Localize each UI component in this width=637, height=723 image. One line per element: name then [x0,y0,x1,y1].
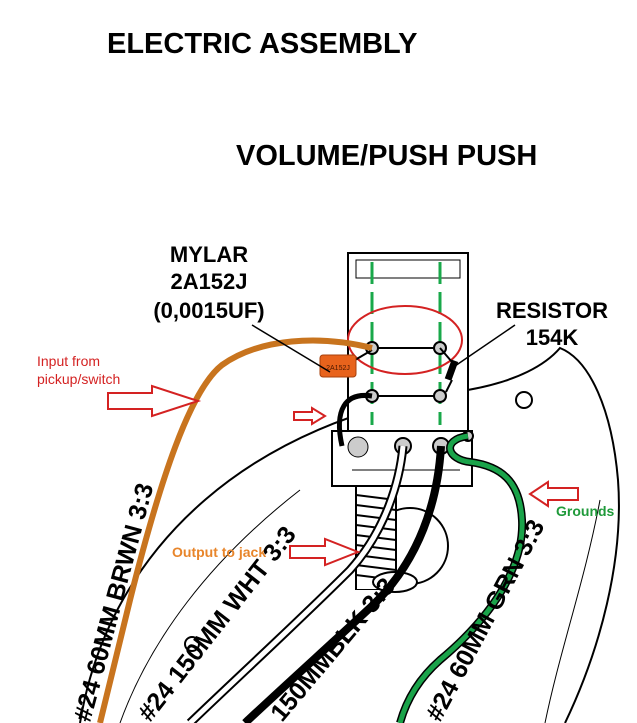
input-note: Input from [37,353,100,369]
resistor-label: RESISTOR [496,298,608,323]
output-note: Output to jack [172,544,266,560]
black-wire-label: 150MMBLK 3:3 [265,573,401,723]
pickguard-inner-outline [119,489,301,723]
white-wire [188,445,406,723]
brown-wire-label: #24 60MM BRWN 3:3 [69,480,160,723]
mylar-leader-line [251,324,331,373]
screw-hole [184,636,200,652]
grounds-arrow [528,480,579,508]
resistor-value-label: 154K [526,325,579,350]
capacitor-marking: 2A152J [326,365,350,372]
pickguard-outline [79,346,620,723]
grounds-note: Grounds [556,503,615,519]
mylar-capacitance-label: (0,0015UF) [153,298,264,323]
brown-wire [97,337,373,723]
body-outline [544,499,601,723]
input-note-line2: pickup/switch [37,371,120,387]
screw-hole [515,391,533,409]
green-wire [397,433,525,723]
output-arrow [289,537,361,567]
switch-lug [433,389,447,403]
pot-lug [347,436,369,458]
diagram-subtitle: VOLUME/PUSH PUSH [236,140,537,172]
highlight-ellipse [347,305,463,375]
resistor-leader-line [454,324,516,367]
jumper-arrow [293,406,327,426]
input-arrow [107,384,202,418]
black-wire [242,445,445,723]
jumper-wire [336,392,373,447]
mylar-label: MYLAR [170,242,248,267]
diagram-title: ELECTRIC ASSEMBLY [107,28,417,60]
mylar-value-label: 2A152J [170,269,247,294]
resistor-component [439,347,459,393]
push-push-switch [347,252,469,432]
